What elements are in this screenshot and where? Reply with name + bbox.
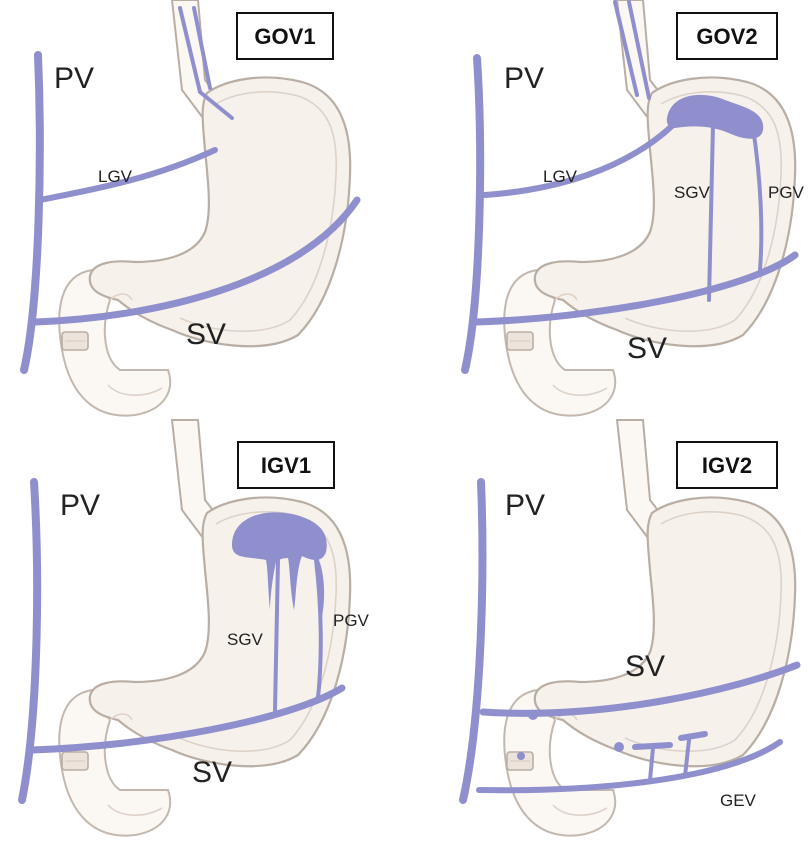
panel-title: GOV2 <box>696 24 757 49</box>
panel-gov1: PV LGV SV GOV1 <box>24 0 357 416</box>
panel-igv2: PV SV GEV IGV2 <box>463 420 797 836</box>
pgv-label: PGV <box>333 611 370 630</box>
panel-title: GOV1 <box>254 24 315 49</box>
sv-label: SV <box>186 318 226 351</box>
panel-title: IGV1 <box>261 453 311 478</box>
gev-label: GEV <box>720 791 757 810</box>
sgv-label: SGV <box>674 183 711 202</box>
pv-label: PV <box>504 62 544 95</box>
pv-label: PV <box>60 489 100 522</box>
pv-label: PV <box>54 62 94 95</box>
sv-label: SV <box>625 650 665 683</box>
pgv-label: PGV <box>768 183 805 202</box>
lgv-label: LGV <box>98 167 133 186</box>
pv-label: PV <box>505 489 545 522</box>
panel-gov2: PV LGV SGV PGV SV GOV2 <box>465 0 805 416</box>
lgv-label: LGV <box>543 167 578 186</box>
panel-igv1: PV SGV PGV SV IGV1 <box>22 420 370 836</box>
panel-title: IGV2 <box>702 453 752 478</box>
sv-label: SV <box>192 756 232 789</box>
sgv-label: SGV <box>227 630 264 649</box>
sv-label: SV <box>627 332 667 365</box>
